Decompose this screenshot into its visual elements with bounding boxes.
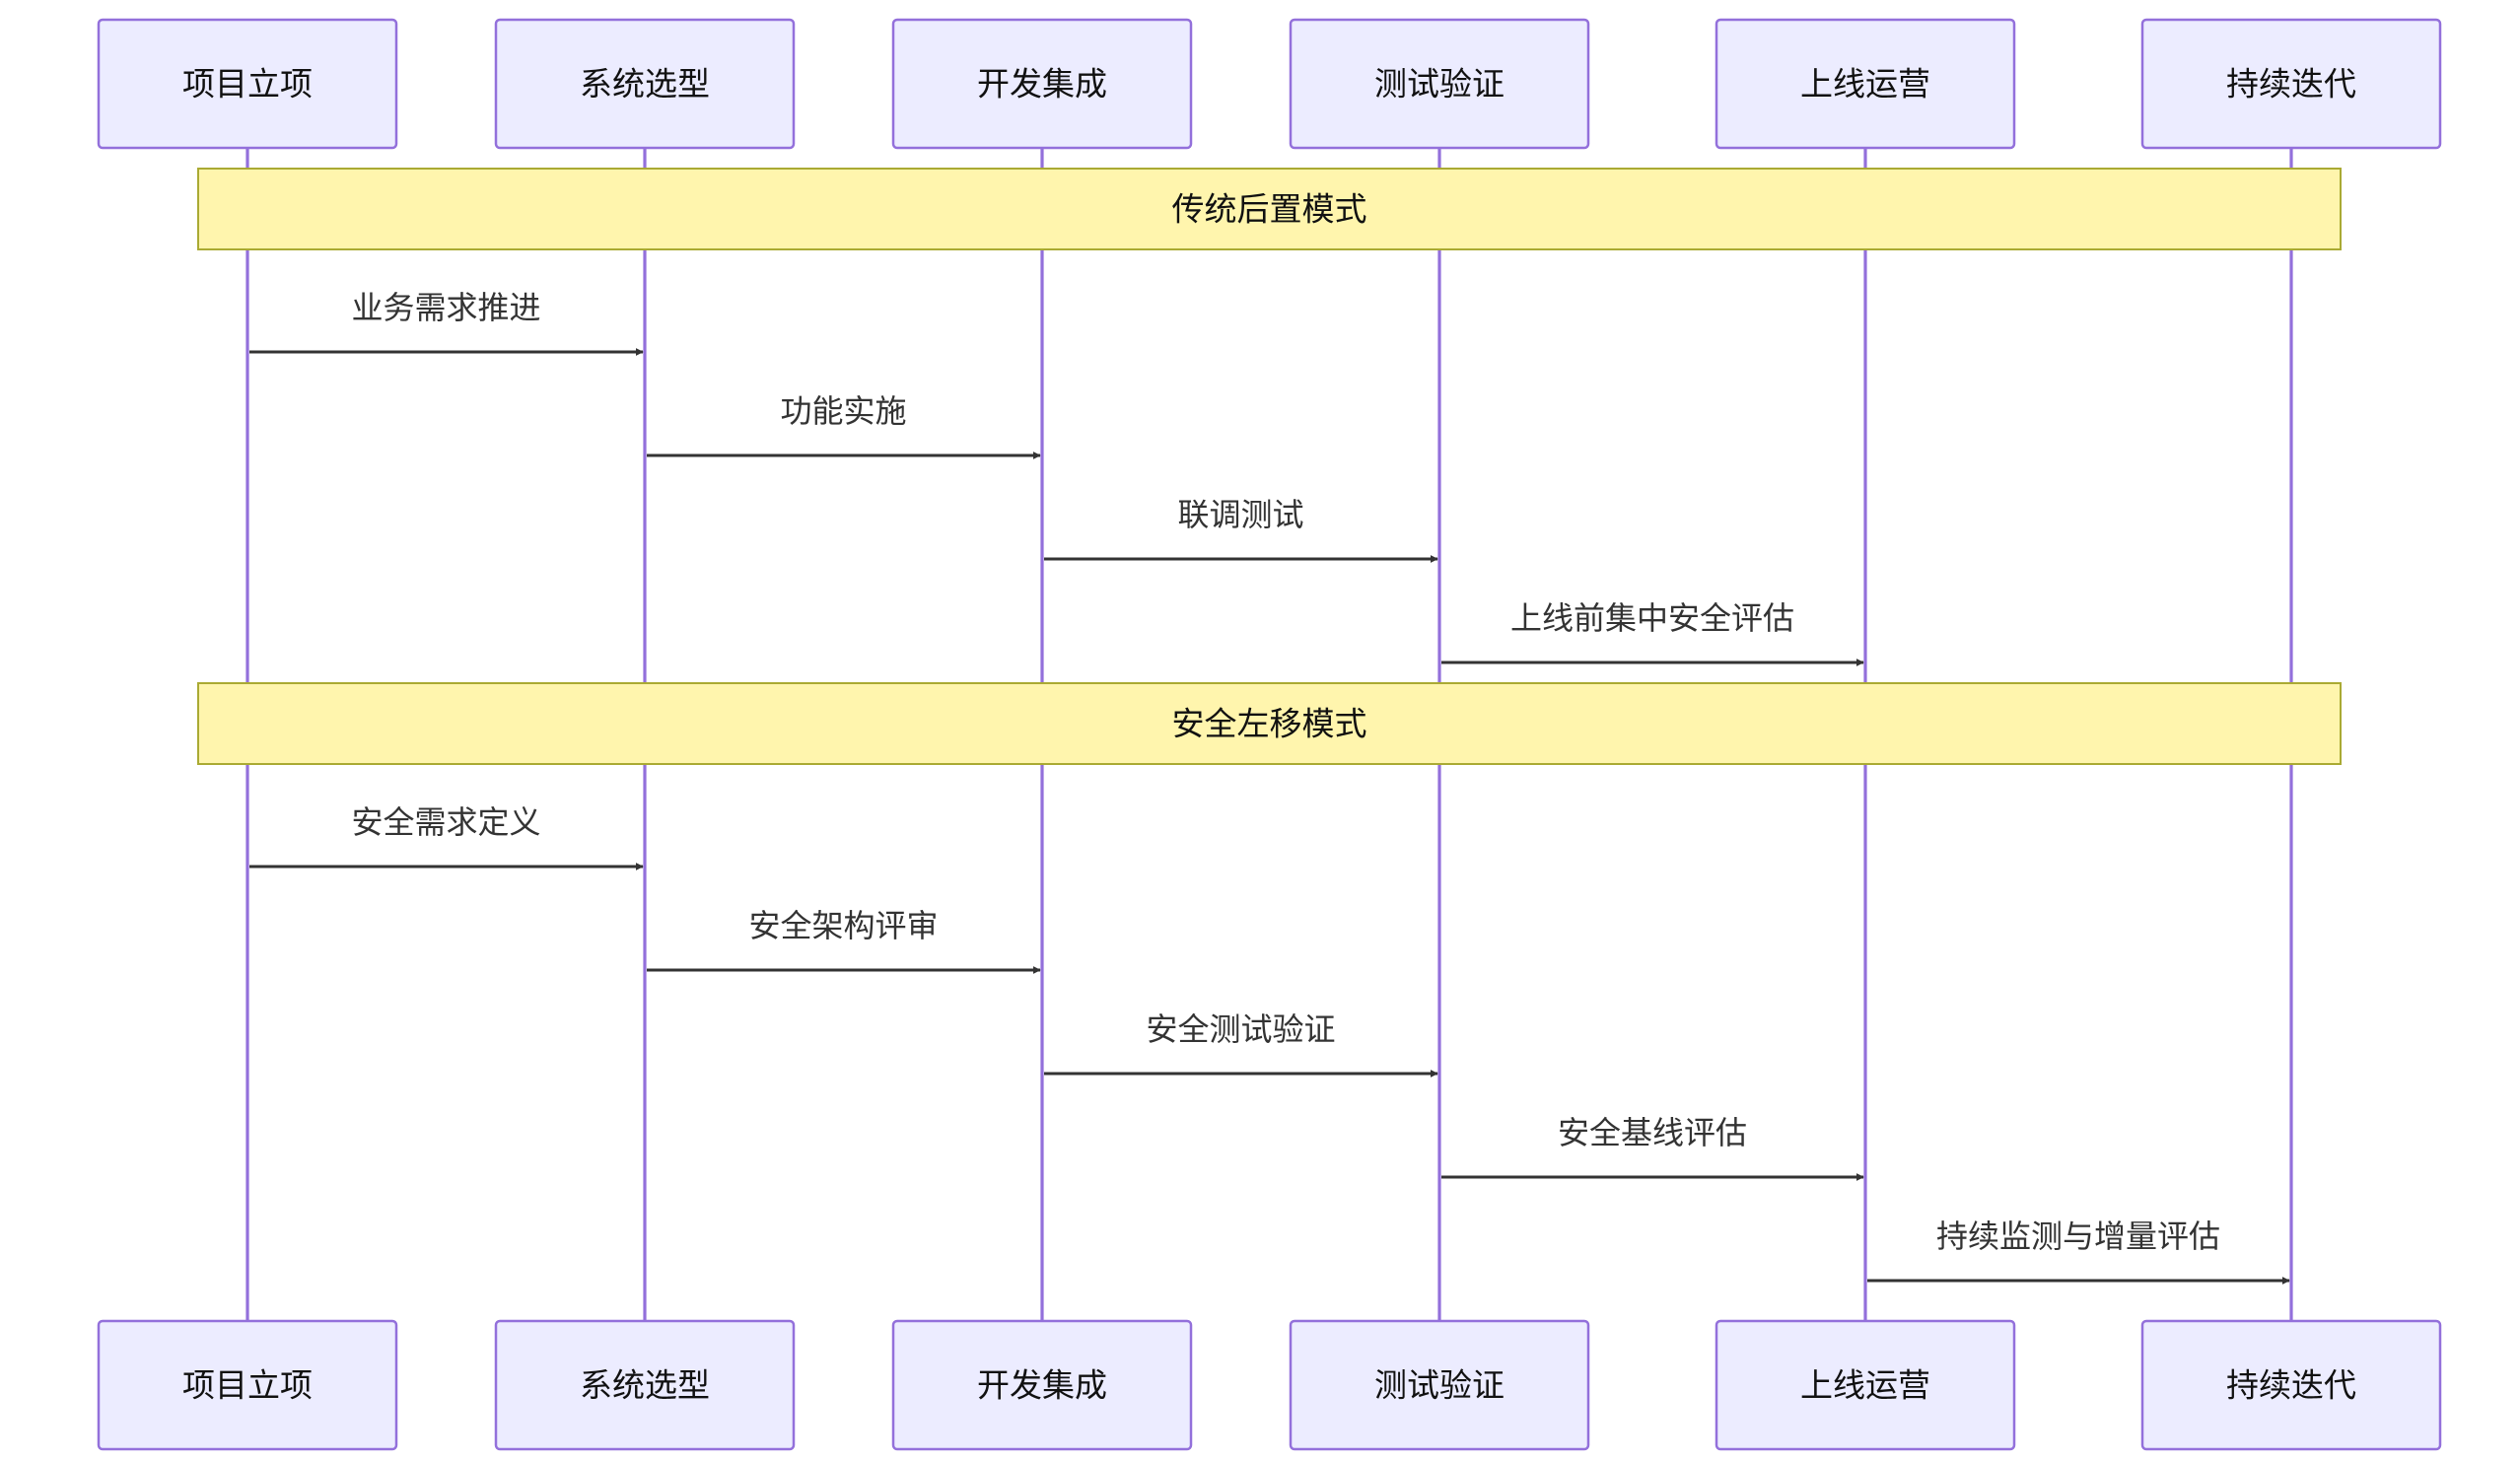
message-label: 联调测试	[1177, 496, 1303, 533]
participant-box	[97, 18, 398, 150]
message-1-2: 功能实施	[647, 392, 1041, 459]
participant-label: 开发集成	[977, 65, 1107, 104]
note-label: 传统后置模式	[1172, 190, 1367, 229]
message-label: 安全基线评估	[1558, 1114, 1747, 1151]
participant-box	[891, 1319, 1193, 1451]
message-label: 安全架构评审	[748, 907, 938, 944]
participant-p6-top: 持续迭代	[2140, 18, 2442, 150]
message-label: 上线前集中安全评估	[1510, 599, 1794, 637]
participant-label: 测试验证	[1374, 1366, 1505, 1405]
message-1-1: 业务需求推进	[249, 289, 644, 356]
participant-label: 项目立项	[182, 1366, 313, 1405]
participant-label: 测试验证	[1374, 65, 1505, 104]
message-label: 安全测试验证	[1146, 1010, 1335, 1048]
participant-p6-bottom: 持续迭代	[2140, 1319, 2442, 1451]
participant-box	[1289, 1319, 1590, 1451]
participant-p4-bottom: 测试验证	[1289, 1319, 1590, 1451]
participant-box	[1715, 18, 2016, 150]
participant-p5-bottom: 上线运营	[1715, 1319, 2016, 1451]
participant-box	[891, 18, 1193, 150]
message-label: 持续监测与增量评估	[1936, 1218, 2220, 1255]
participant-box	[494, 1319, 796, 1451]
section-note-2: 安全左移模式	[197, 682, 2342, 765]
participant-p4-top: 测试验证	[1289, 18, 1590, 150]
participant-p1-bottom: 项目立项	[97, 1319, 398, 1451]
participant-box	[1715, 1319, 2016, 1451]
participant-box	[494, 18, 796, 150]
participant-box	[2140, 18, 2442, 150]
participant-label: 持续迭代	[2226, 1366, 2356, 1405]
participants-top: 项目立项 系统选型 开发集成 测试验证 上线运营 持续迭代	[97, 18, 2442, 150]
participant-p2-top: 系统选型	[494, 18, 796, 150]
participant-label: 持续迭代	[2226, 65, 2356, 104]
participant-label: 系统选型	[580, 1366, 710, 1405]
participant-p5-top: 上线运营	[1715, 18, 2016, 150]
participants-bottom: 项目立项 系统选型 开发集成 测试验证 上线运营 持续迭代	[97, 1319, 2442, 1451]
participant-p1-top: 项目立项	[97, 18, 398, 150]
messages: 业务需求推进功能实施联调测试上线前集中安全评估安全需求定义安全架构评审安全测试验…	[249, 289, 2290, 1285]
participant-p3-bottom: 开发集成	[891, 1319, 1193, 1451]
participant-label: 项目立项	[182, 65, 313, 104]
message-2-2: 安全架构评审	[647, 907, 1041, 974]
note-label: 安全左移模式	[1172, 705, 1367, 743]
participant-label: 系统选型	[580, 65, 710, 104]
participant-p2-bottom: 系统选型	[494, 1319, 796, 1451]
message-label: 功能实施	[780, 392, 906, 430]
note-box	[197, 682, 2342, 765]
participant-box	[1289, 18, 1590, 150]
message-label: 业务需求推进	[351, 289, 540, 326]
participant-box	[97, 1319, 398, 1451]
participant-box	[2140, 1319, 2442, 1451]
message-2-1: 安全需求定义	[249, 803, 644, 870]
section-note-1: 传统后置模式	[197, 168, 2342, 250]
participant-p3-top: 开发集成	[891, 18, 1193, 150]
message-2-3: 安全测试验证	[1044, 1010, 1438, 1078]
message-2-5: 持续监测与增量评估	[1867, 1218, 2290, 1285]
message-1-3: 联调测试	[1044, 496, 1438, 563]
note-box	[197, 168, 2342, 250]
message-2-4: 安全基线评估	[1441, 1114, 1864, 1181]
participant-label: 上线运营	[1800, 65, 1930, 104]
message-label: 安全需求定义	[351, 803, 540, 841]
message-1-4: 上线前集中安全评估	[1441, 599, 1864, 666]
participant-label: 上线运营	[1800, 1366, 1930, 1405]
participant-label: 开发集成	[977, 1366, 1107, 1405]
